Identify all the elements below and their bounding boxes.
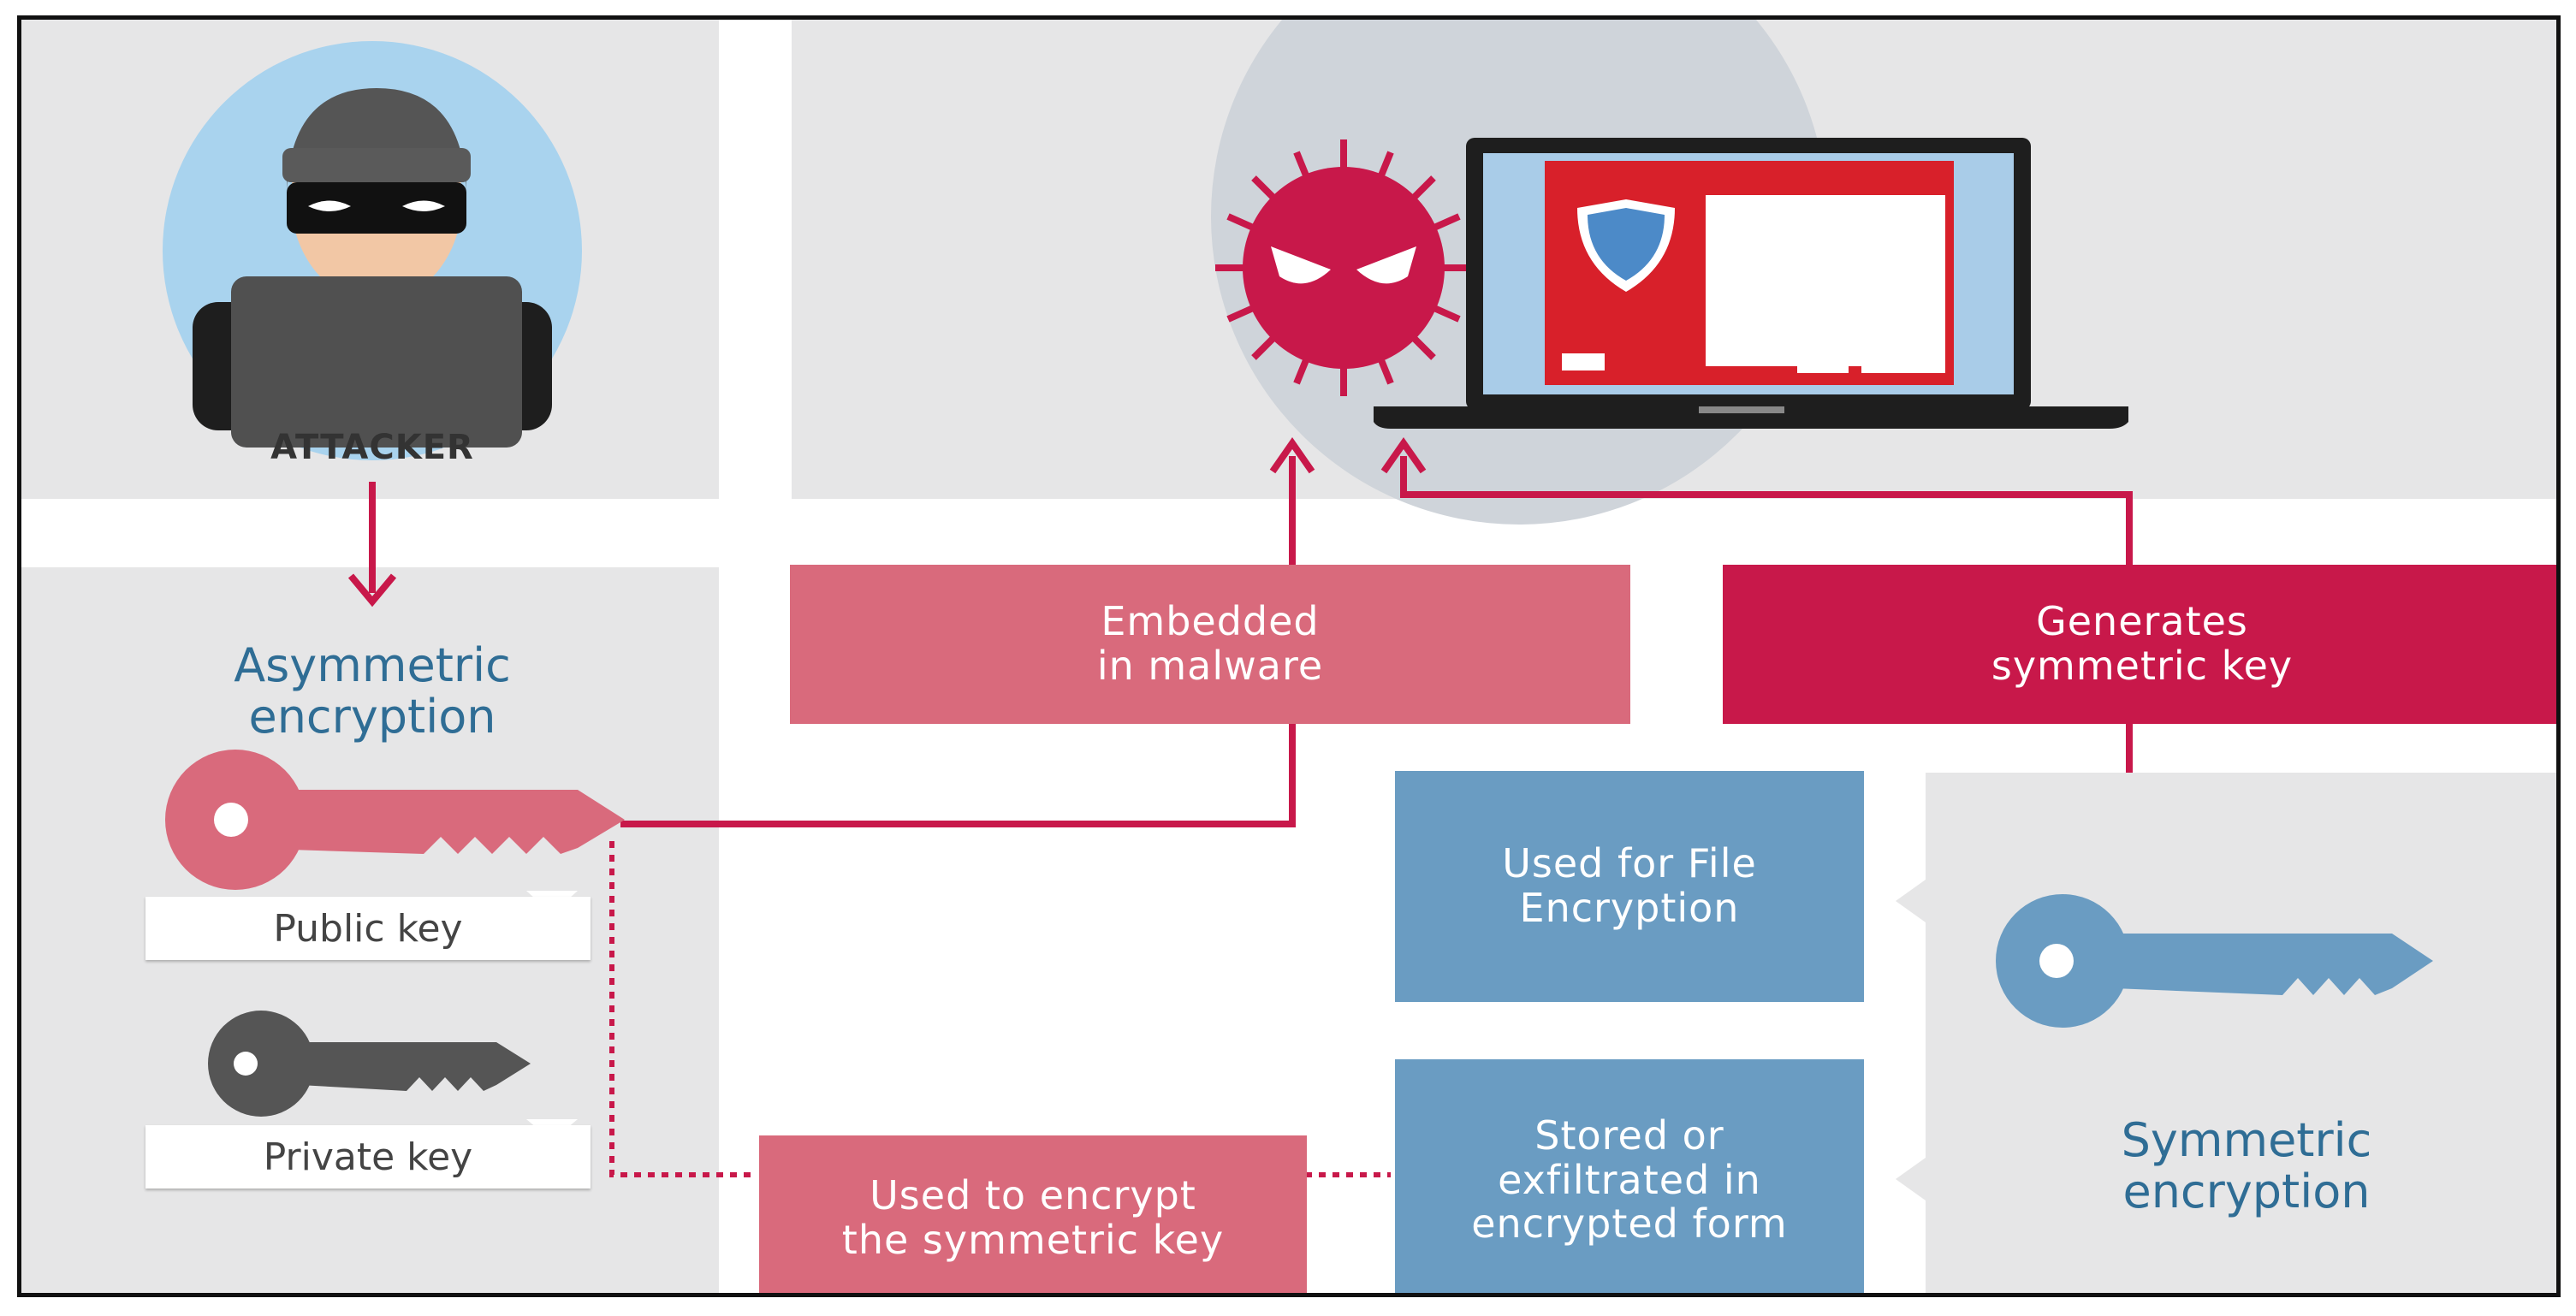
private-key-label: Private key: [145, 1125, 591, 1189]
key-icon: [1996, 894, 2433, 1028]
symmetric-title: Symmetric encryption: [2121, 1113, 2372, 1219]
diagram-graphics: [163, 20, 2433, 1200]
hacker-icon: [163, 41, 582, 460]
private-key-icon: [208, 1011, 531, 1117]
panel-symmetric: [1926, 773, 2556, 1293]
laptop-ransom-screen-icon: [1374, 138, 2128, 429]
public-key-label: Public key: [145, 897, 591, 960]
dotted-connector: [609, 841, 1391, 1177]
box-encrypt-symmetric: Used to encrypt the symmetric key: [759, 1135, 1307, 1293]
box-embedded: Embedded in malware: [790, 565, 1630, 724]
public-key-icon: [165, 750, 625, 890]
arrow-embedded-head: [1269, 437, 1315, 474]
diagram-frame: ATTACKER Asymmetric encryption Public ke…: [17, 15, 2561, 1297]
box-file-encryption: Used for File Encryption: [1395, 771, 1864, 1002]
attacker-label: ATTACKER: [270, 428, 474, 467]
box-generates: Generates symmetric key: [1723, 565, 2556, 724]
bubble-pointer-bottom: [1896, 1158, 1926, 1200]
arrow-attacker-head: [347, 573, 397, 608]
asymmetric-title: Asymmetric encryption: [234, 638, 511, 744]
bubble-pointer-top: [1896, 880, 1926, 922]
arrow-generates-head: [1380, 437, 1427, 474]
virus-icon: [1215, 139, 1472, 396]
box-stored: Stored or exfiltrated in encrypted form: [1395, 1059, 1864, 1293]
